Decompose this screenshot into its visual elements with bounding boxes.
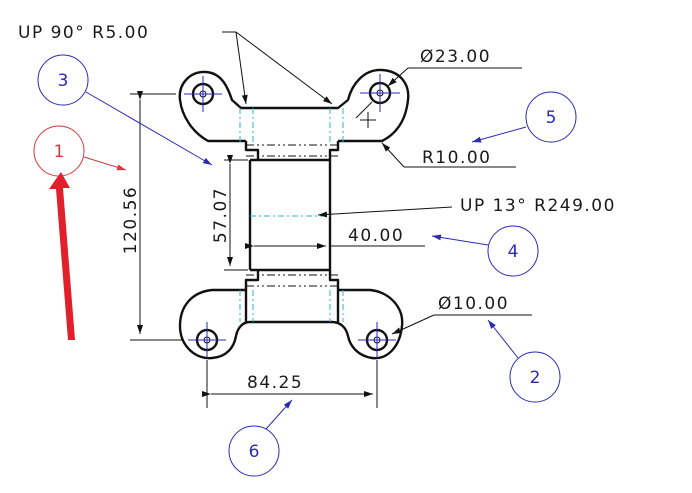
bubble-2: 2 xyxy=(487,319,561,403)
hole-bottom-right xyxy=(358,322,396,358)
callout-hole-small-text: Ø10.00 xyxy=(438,294,509,314)
bubble-2-label: 2 xyxy=(530,368,541,388)
bubble-4-label: 4 xyxy=(508,242,519,262)
highlight-arrow xyxy=(49,172,75,340)
hole-top-right xyxy=(360,74,400,112)
callout-bend: UP 90° R5.00 xyxy=(18,23,333,105)
bubble-1-label: 1 xyxy=(54,142,65,162)
bend-lines xyxy=(239,108,344,322)
bubble-3: 3 xyxy=(37,54,213,166)
callout-hole-small: Ø10.00 xyxy=(391,294,532,335)
part-outline xyxy=(178,68,410,360)
dim-text-height-total: 120.56 xyxy=(121,186,141,254)
bubble-5-label: 5 xyxy=(546,108,557,128)
dim-text-width-inner: 40.00 xyxy=(348,226,404,246)
dimension-height-inner: 57.07 xyxy=(211,155,248,271)
bubble-6-label: 6 xyxy=(249,442,260,462)
bubble-5: 5 xyxy=(471,91,577,143)
callout-hole-large: Ø23.00 xyxy=(355,47,522,128)
dim-text-width-holes: 84.25 xyxy=(247,373,303,393)
dimension-height-total: 120.56 xyxy=(121,91,182,341)
callout-radius: R10.00 xyxy=(381,142,516,168)
dimension-width-inner: 40.00 xyxy=(245,226,425,249)
callout-hole-large-text: Ø23.00 xyxy=(420,47,491,67)
bubble-1: 1 xyxy=(33,125,127,177)
bubble-4: 4 xyxy=(431,225,539,277)
bubble-6: 6 xyxy=(228,399,293,477)
hole-top-left xyxy=(184,76,222,112)
callout-bend-center-text: UP 13° R249.00 xyxy=(460,196,616,216)
hole-bottom-left xyxy=(188,322,226,358)
callout-bend-center: UP 13° R249.00 xyxy=(317,196,616,218)
bubble-3-label: 3 xyxy=(58,71,69,91)
dim-text-height-inner: 57.07 xyxy=(211,187,231,243)
callout-bend-text: UP 90° R5.00 xyxy=(18,23,149,43)
callout-radius-text: R10.00 xyxy=(422,148,491,168)
dimension-width-holes: 84.25 xyxy=(202,360,378,408)
